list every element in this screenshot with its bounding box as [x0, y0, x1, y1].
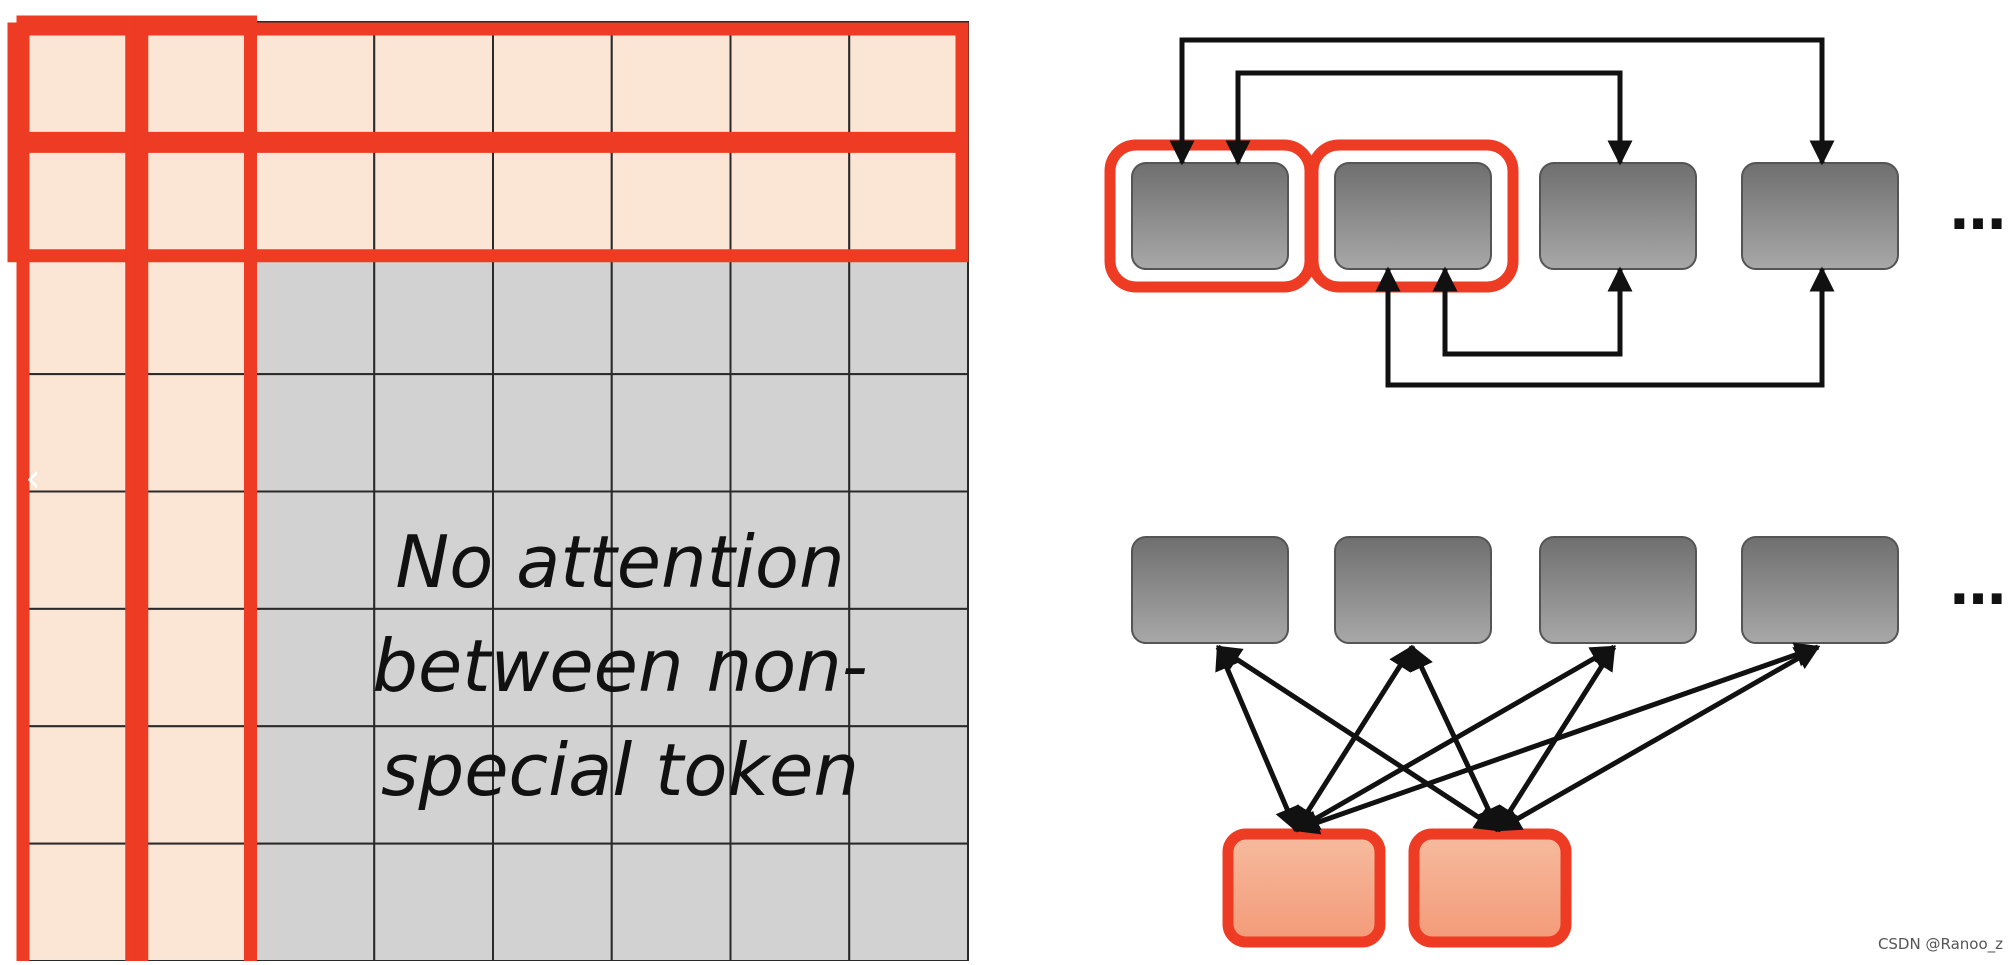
matrix-cell: [492, 21, 613, 141]
bidirectional-edge: [1293, 644, 1415, 833]
matrix-cell: [610, 138, 732, 258]
matrix-cell: [848, 373, 969, 493]
matrix-cell: [729, 138, 851, 258]
special-token-node: [1408, 828, 1572, 948]
token-node: [1539, 536, 1697, 644]
matrix-caption: No attention between non- special token: [330, 510, 910, 822]
special-column-outline: [135, 15, 257, 965]
top-edge-outer-return: [1182, 37, 1835, 166]
token-node: [1539, 162, 1697, 270]
matrix-cell: [135, 842, 257, 962]
matrix-cell: [373, 21, 494, 141]
matrix-cell: [492, 373, 613, 493]
matrix-cell: [610, 21, 732, 141]
special-token-node: [1222, 828, 1386, 948]
token-node: [1131, 536, 1289, 644]
matrix-cell: [17, 842, 138, 962]
matrix-cell: [848, 255, 969, 376]
matrix-cell: [492, 255, 613, 376]
special-node-outline: [1307, 139, 1519, 293]
matrix-cell: [254, 607, 376, 728]
matrix-cell: [254, 21, 376, 141]
matrix-cell: [17, 490, 138, 610]
matrix-cell: [492, 607, 613, 728]
matrix-cell: [373, 842, 494, 962]
matrix-cell: [17, 607, 138, 728]
matrix-cell: [729, 490, 851, 610]
matrix-cell: [17, 255, 138, 376]
matrix-cell: [610, 373, 732, 493]
watermark: CSDN @Ranoo_z: [1877, 935, 2003, 953]
top-graph-global-attention: [1104, 37, 1899, 388]
matrix-cell: [492, 490, 613, 610]
matrix-cell: [610, 607, 732, 728]
matrix-cell: [848, 21, 969, 141]
matrix-cell: [729, 255, 851, 376]
matrix-cell: [492, 138, 613, 258]
matrix-cell: [17, 373, 138, 493]
matrix-cell: [254, 842, 376, 962]
matrix-cell: [848, 607, 969, 728]
caption-line-1: No attention: [395, 520, 845, 604]
previous-arrow-icon[interactable]: ‹: [25, 456, 41, 500]
caption-line-2: between non-: [372, 624, 868, 708]
matrix-cell: [848, 490, 969, 610]
bottom-edge-inner-return: [1445, 266, 1633, 357]
matrix-cell: [135, 725, 257, 845]
matrix-cell: [610, 842, 732, 962]
bottom-ellipsis: …: [1950, 553, 2008, 618]
matrix-cell: [254, 138, 376, 258]
token-node: [1741, 536, 1899, 644]
matrix-cell: [373, 255, 494, 376]
matrix-cell: [610, 255, 732, 376]
matrix-cell: [492, 842, 613, 962]
top-ellipsis: …: [1950, 178, 2008, 243]
special-row-outline: [7, 22, 969, 145]
matrix-cell: [848, 842, 969, 962]
matrix-cell: [848, 725, 969, 845]
bidirectional-edge: [1495, 644, 1821, 833]
token-node: [1131, 162, 1289, 270]
matrix-cell: [729, 21, 851, 141]
matrix-cell: [135, 138, 257, 258]
top-edge-inner-return: [1238, 70, 1633, 166]
matrix-cell: [17, 138, 138, 258]
token-node: [1334, 162, 1492, 270]
matrix-cell: [729, 607, 851, 728]
bottom-graph-special-tokens: [1131, 536, 1899, 948]
token-node: [1741, 162, 1899, 270]
matrix-cell: [729, 725, 851, 845]
matrix-cell: [610, 725, 732, 845]
matrix-cell: [729, 842, 851, 962]
matrix-cell: [492, 725, 613, 845]
matrix-cell: [17, 725, 138, 845]
caption-line-3: special token: [380, 728, 860, 812]
special-row-outline: [7, 139, 969, 263]
token-node: [1334, 536, 1492, 644]
matrix-cell: [373, 490, 494, 610]
attention-matrix: [7, 15, 969, 965]
matrix-cell: [135, 607, 257, 728]
matrix-cell: [254, 255, 376, 376]
matrix-cell: [254, 725, 376, 845]
matrix-cell: [254, 373, 376, 493]
bidirectional-edge: [1293, 642, 1821, 835]
matrix-cell: [135, 490, 257, 610]
special-column-outline: [16, 15, 139, 965]
matrix-cell: [135, 373, 257, 493]
bottom-edge-outer-return: [1388, 266, 1835, 388]
matrix-cell: [848, 138, 969, 258]
matrix-cell: [373, 138, 494, 258]
matrix-cell: [135, 255, 257, 376]
matrix-cell: [17, 21, 138, 141]
matrix-cell: [373, 373, 494, 493]
matrix-cell: [729, 373, 851, 493]
matrix-cell: [135, 21, 257, 141]
